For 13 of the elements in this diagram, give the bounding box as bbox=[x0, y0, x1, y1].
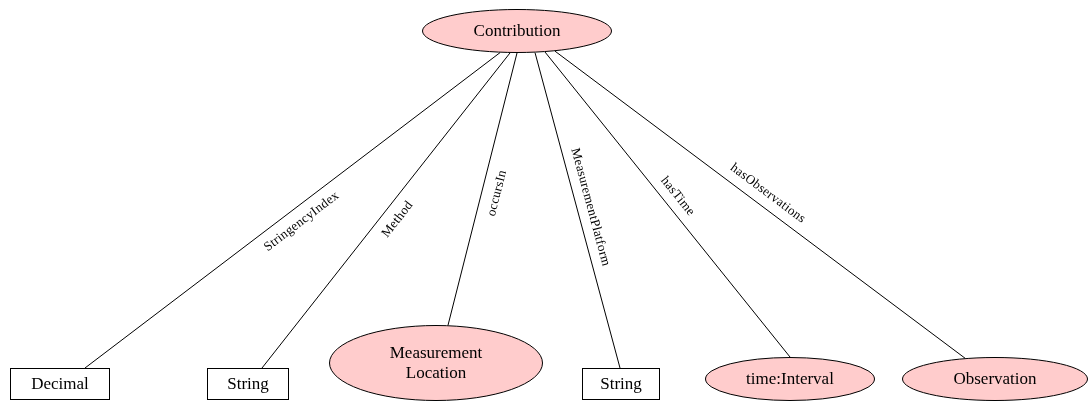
node-label: Decimal bbox=[31, 373, 89, 395]
connector-line bbox=[447, 52, 518, 326]
connector-line bbox=[84, 52, 501, 369]
node-label: Observation bbox=[953, 368, 1037, 390]
node-label: String bbox=[600, 373, 642, 395]
node-label: Measurement Location bbox=[388, 342, 484, 384]
connector-line bbox=[261, 52, 511, 369]
node-label: Contribution bbox=[473, 20, 561, 42]
connector-line bbox=[554, 50, 966, 359]
node-label: time:Interval bbox=[746, 368, 834, 390]
connector-line bbox=[534, 52, 621, 369]
node-label: String bbox=[227, 373, 269, 395]
connector-line bbox=[544, 51, 791, 358]
